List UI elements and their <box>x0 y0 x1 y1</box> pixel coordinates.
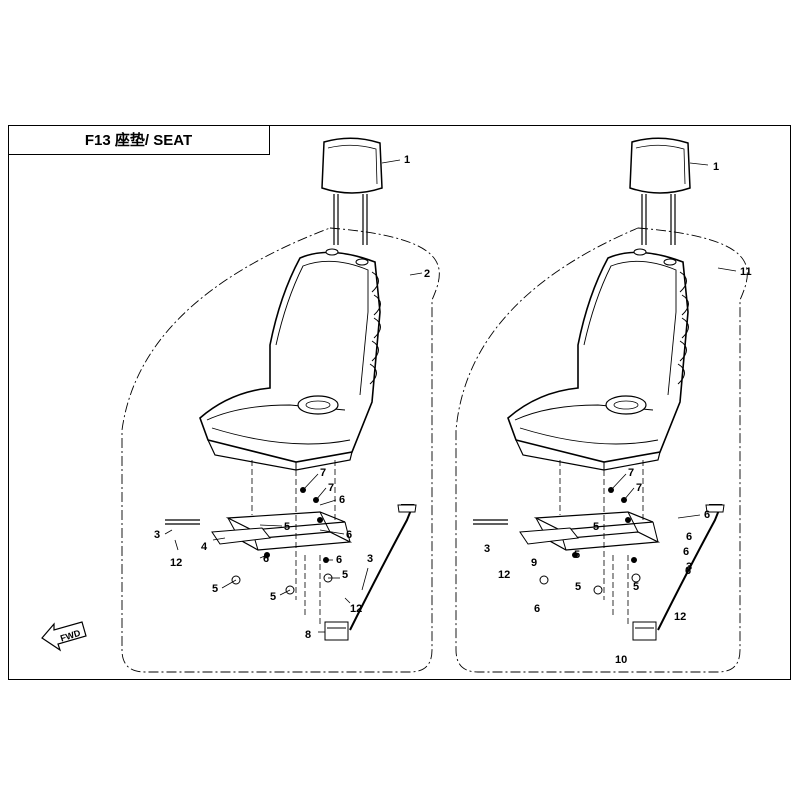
callout-8: 8 <box>305 629 311 641</box>
callout-6-left-c: 6 <box>346 529 352 541</box>
callout-6-left-b: 6 <box>263 553 269 565</box>
callout-5-right-a: 5 <box>593 521 599 533</box>
callout-5-right-d: 5 <box>575 581 581 593</box>
callout-12-right-a: 12 <box>498 569 510 581</box>
callout-6-right-d: 6 <box>685 565 691 577</box>
callout-7-right-a: 7 <box>628 467 634 479</box>
callout-6-left-d: 6 <box>336 554 342 566</box>
callouts-right: 1 11 7 7 6 5 3 5 9 12 6 6 6 5 3 5 6 12 1… <box>484 161 752 666</box>
callout-12-left-b: 12 <box>350 603 362 615</box>
callout-9: 9 <box>531 557 537 569</box>
callout-6-left-a: 6 <box>339 494 345 506</box>
callout-11: 11 <box>740 266 752 278</box>
callouts-left: 1 2 7 7 6 5 4 3 12 6 6 5 6 3 5 5 12 8 <box>154 154 430 641</box>
callout-6-right-c: 6 <box>683 546 689 558</box>
callout-7-right-b: 7 <box>636 482 642 494</box>
drawing-frame <box>8 125 791 680</box>
assembly-outline-11 <box>455 227 748 673</box>
callout-6-right-e: 6 <box>534 603 540 615</box>
callout-12-left-a: 12 <box>170 557 182 569</box>
callout-5-left-a: 5 <box>284 521 290 533</box>
callout-6-right-b: 6 <box>686 531 692 543</box>
callout-2: 2 <box>424 268 430 280</box>
callout-5-left-c: 5 <box>212 583 218 595</box>
callout-10: 10 <box>615 654 627 666</box>
callout-5-right-c: 5 <box>633 581 639 593</box>
callout-5-left-b: 5 <box>342 569 348 581</box>
callout-3-left-a: 3 <box>154 529 160 541</box>
callout-5-left-d: 5 <box>270 591 276 603</box>
callout-3-right-b: 3 <box>686 561 692 573</box>
callout-4: 4 <box>201 541 208 553</box>
callout-3-left-b: 3 <box>367 553 373 565</box>
callout-7-left-b: 7 <box>328 482 334 494</box>
callout-7-left-a: 7 <box>320 467 326 479</box>
page-title: F13 座垫/ SEAT <box>84 132 193 149</box>
callout-12-right-b: 12 <box>674 611 686 623</box>
callout-6-right-a: 6 <box>704 509 710 521</box>
assembly-outline-2 <box>121 227 440 673</box>
seat-assembly-right <box>455 137 748 673</box>
seat-assembly-left <box>121 137 440 673</box>
callout-1-left: 1 <box>404 154 410 166</box>
callout-1-right: 1 <box>713 161 719 173</box>
callout-3-right-a: 3 <box>484 543 490 555</box>
callout-5-right-b: 5 <box>574 549 580 561</box>
title-block: F13 座垫/ SEAT <box>8 125 270 155</box>
fwd-arrow-icon: FWD <box>41 621 87 652</box>
